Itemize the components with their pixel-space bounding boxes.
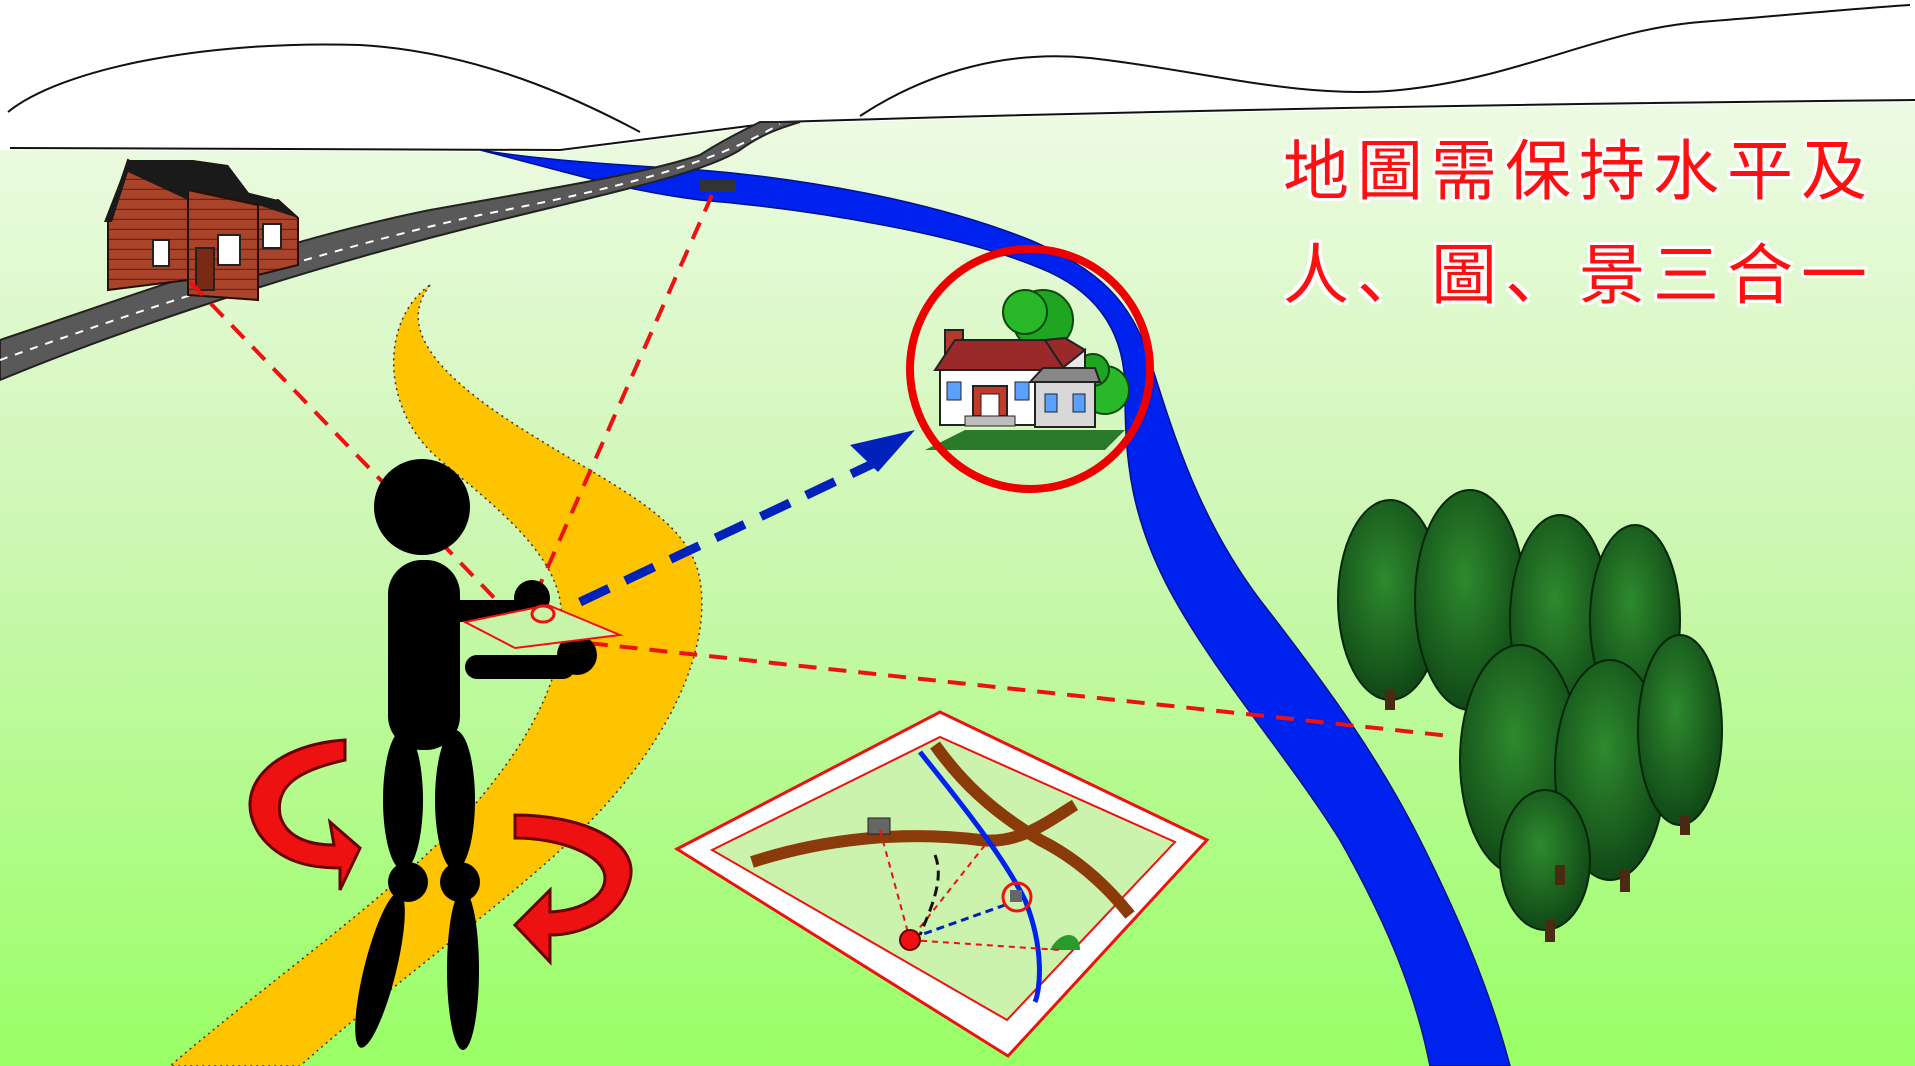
horizon-line <box>9 99 1915 152</box>
rotate-arrow-icon <box>512 813 633 966</box>
sight-line-cabin <box>188 280 532 637</box>
bridge <box>700 180 736 192</box>
house-icon <box>925 289 1130 450</box>
direction-arrowhead <box>850 430 915 472</box>
hill-right <box>859 4 1911 117</box>
map-icon <box>673 710 1210 1058</box>
cabin-icon <box>104 158 299 302</box>
hill-left <box>7 43 641 133</box>
caption-line-1: 地圖需保持水平及 <box>1283 133 1875 210</box>
forest-icon <box>1337 489 1723 942</box>
footpath <box>168 284 703 1066</box>
river <box>479 149 1511 1066</box>
rotate-arrow-icon <box>248 738 362 891</box>
direction-line <box>578 453 887 607</box>
target-highlight-circle <box>906 245 1154 493</box>
sight-line-bridge <box>518 194 714 631</box>
handheld-map <box>462 603 624 650</box>
caption-line-2: 人、圖、景三合一 <box>1283 237 1875 314</box>
person-icon <box>355 459 597 1050</box>
map-target-marker <box>530 604 556 624</box>
road <box>0 121 801 382</box>
road-centerline <box>0 123 781 361</box>
